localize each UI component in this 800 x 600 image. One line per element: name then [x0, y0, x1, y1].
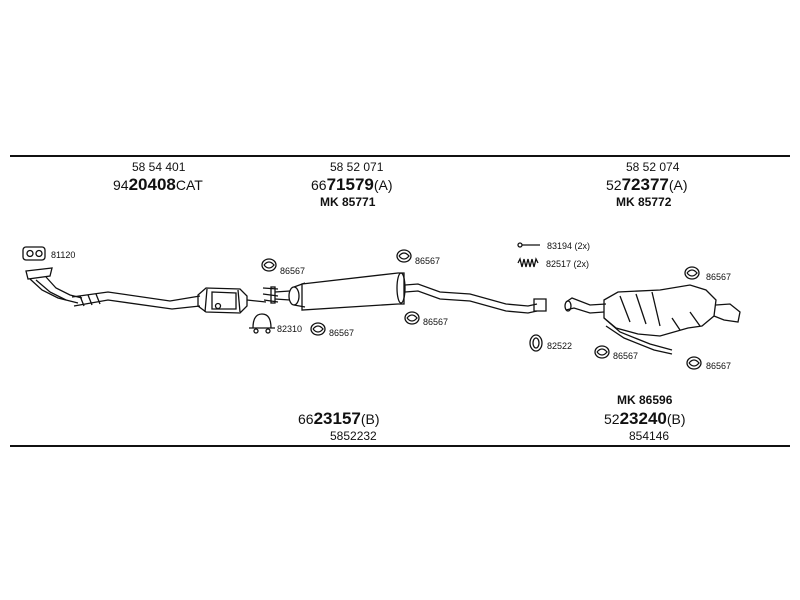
rear-muffler-icon: [564, 284, 741, 355]
front-pipe-icon: [25, 267, 201, 310]
rear-bottom-code: 854146: [629, 429, 670, 443]
callout-hanger-c: 86567: [415, 256, 441, 266]
middle-part-suffix: (A): [373, 177, 393, 193]
spring-icon: [517, 257, 539, 268]
callout-hanger-e: 86567: [706, 272, 732, 282]
callout-gasket: 81120: [51, 250, 76, 260]
catalytic-converter-icon: [197, 287, 267, 314]
middle-bottom-suffix: (B): [360, 411, 380, 427]
rear-bottom-prefix: 52: [604, 411, 620, 427]
hanger-icon: [396, 249, 412, 263]
callout-bolts: 83194 (2x): [547, 241, 591, 251]
hanger-icon: [686, 356, 702, 370]
callout-hanger-d: 86567: [423, 317, 449, 327]
bolt-icon: [517, 242, 540, 248]
callout-springs: 82517 (2x): [546, 259, 590, 269]
rear-part-prefix: 52: [606, 177, 622, 193]
hanger-icon: [310, 322, 326, 336]
middle-bottom-prefix: 66: [298, 411, 314, 427]
rear-part-number: 5272377(A): [606, 175, 688, 195]
gasket-icon: [22, 246, 46, 261]
rear-part-suffix: (A): [668, 177, 688, 193]
callout-hanger-b: 86567: [329, 328, 355, 338]
callout-hanger-g: 86567: [706, 361, 732, 371]
middle-part-bold: 71579: [326, 175, 374, 194]
middle-part-prefix: 66: [311, 177, 327, 193]
front-part-number: 9420408CAT: [113, 175, 203, 195]
top-rule: [10, 155, 790, 157]
middle-part-number: 6671579(A): [311, 175, 393, 195]
front-part-suffix: CAT: [175, 177, 203, 193]
middle-code-top: 58 52 071: [330, 160, 384, 174]
rear-part-bold: 72377: [621, 175, 669, 194]
hanger-icon: [404, 311, 420, 325]
hanger-icon: [594, 345, 610, 359]
rear-mk: MK 85772: [616, 195, 672, 209]
bottom-rule: [10, 445, 790, 447]
middle-bottom-bold: 23157: [313, 409, 361, 428]
middle-mk: MK 85771: [320, 195, 376, 209]
rear-code-top: 58 52 074: [626, 160, 680, 174]
front-part-prefix: 94: [113, 177, 129, 193]
callout-hanger-f: 86567: [613, 351, 639, 361]
clamp-icon: [249, 313, 275, 334]
callout-clamp: 82310: [277, 324, 303, 334]
ring-icon: [529, 334, 543, 352]
callout-ring: 82522: [547, 341, 573, 351]
rear-bottom-part-number: 5223240(B): [604, 409, 686, 429]
middle-bottom-code: 5852232: [330, 429, 377, 443]
rear-bottom-bold: 23240: [619, 409, 667, 428]
front-code-top: 58 54 401: [132, 160, 186, 174]
callout-hanger-a: 86567: [280, 266, 306, 276]
middle-silencer-icon: [270, 272, 547, 314]
flange-gasket-icon: [262, 287, 279, 303]
rear-bottom-suffix: (B): [666, 411, 686, 427]
middle-bottom-part-number: 6623157(B): [298, 409, 380, 429]
hanger-icon: [684, 266, 700, 280]
hanger-icon: [261, 258, 277, 272]
front-part-bold: 20408: [128, 175, 176, 194]
rear-mk-bottom: MK 86596: [617, 393, 673, 407]
